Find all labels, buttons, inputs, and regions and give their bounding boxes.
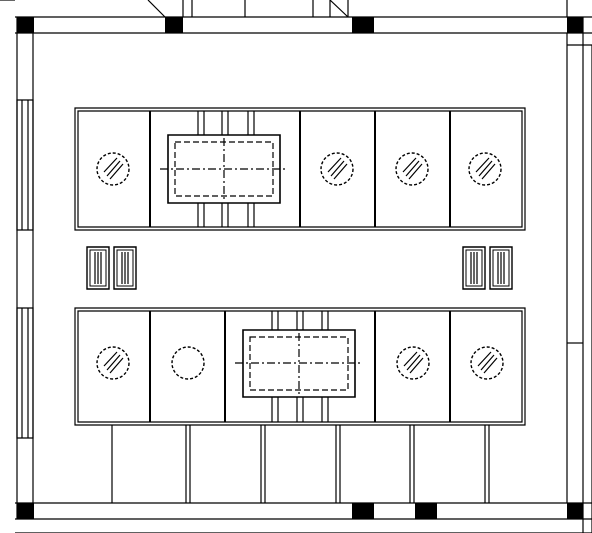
bottom-cells [112,425,489,503]
round-light-icon [395,152,429,186]
top-diagonal [148,0,165,17]
ceiling-row-frame-outer [75,308,525,425]
column [17,17,34,33]
column [567,17,583,33]
vent-grille-icon [462,246,486,290]
ceiling-row-frame-inner [78,311,522,422]
column [352,17,374,33]
left-window-upper [17,100,33,230]
round-light-icon [96,346,130,380]
structural-columns [17,17,583,519]
column [415,503,437,519]
round-light-icon [396,346,430,380]
vent-grille-icon [489,246,513,290]
rectangular-diffuser [160,135,288,203]
round-light-icon [468,152,502,186]
left-window-lower [17,308,33,438]
top-partition-8 [330,0,348,17]
vent-grilles [86,246,513,290]
column [567,503,583,519]
rectangular-diffuser [235,330,363,397]
vent-grille-icon [113,246,137,290]
column [17,503,34,519]
ceiling-row-frame-outer [75,108,525,230]
round-light-icon [171,346,205,380]
column [165,17,183,33]
round-light-icon [96,152,130,186]
round-light-icon [320,152,354,186]
ceiling-row-upper [75,108,525,230]
column [352,503,374,519]
vent-grille-icon [86,246,110,290]
round-light-icon [470,346,504,380]
ceiling-row-lower [75,308,525,425]
